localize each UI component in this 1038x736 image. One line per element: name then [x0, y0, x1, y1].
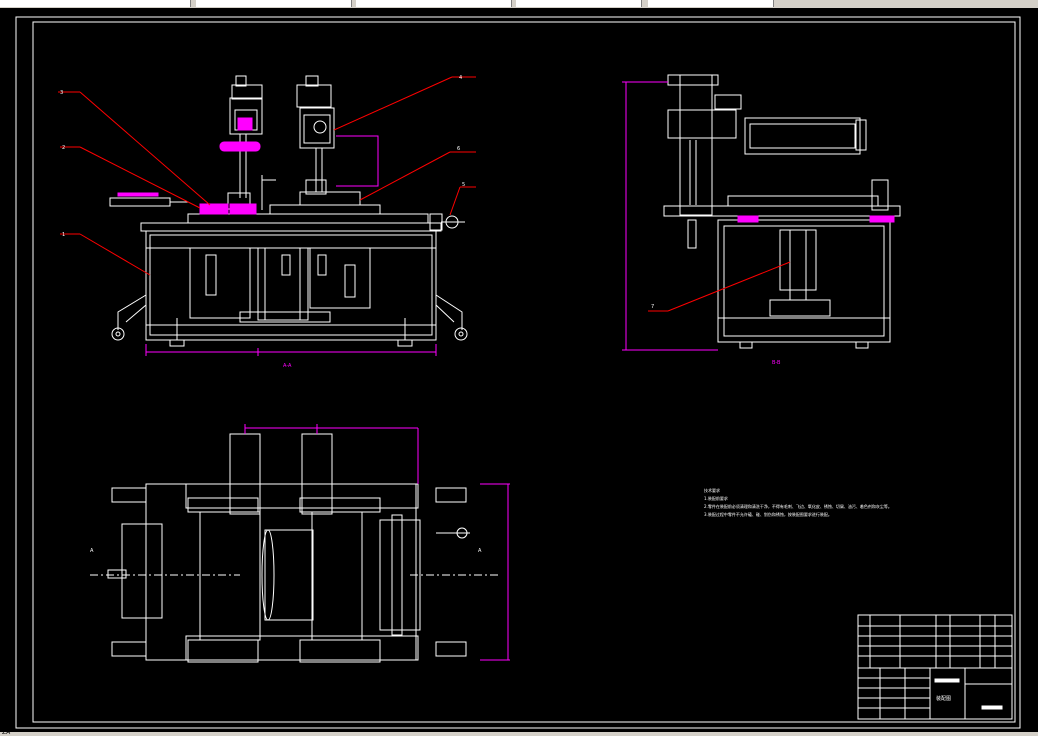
cad-drawing-canvas[interactable]: 3 2 1 4 6 5 A-A: [0, 8, 1038, 732]
front-view: [109, 75, 468, 347]
status-bar: ZA: [0, 729, 1038, 736]
section-marker-left: A: [90, 548, 94, 554]
side-view-leaders: [648, 261, 791, 312]
balloon-5: 5: [462, 182, 465, 188]
title-block-label: 装配图: [936, 695, 951, 702]
balloon-3: 3: [60, 90, 63, 96]
toolbar-dropdown-4[interactable]: [516, 0, 642, 7]
section-marker-right: A: [478, 548, 482, 554]
front-view-dimensions: [145, 135, 437, 356]
toolbar-dropdown-5[interactable]: [648, 0, 774, 7]
balloon-2: 2: [62, 145, 65, 151]
technical-notes: 技术要求 1.装配前要求 2.零件在装配前必须清理和清洗干净，不得有毛刺、飞边、…: [704, 487, 892, 519]
toolbar-dropdown-1[interactable]: [0, 0, 191, 7]
top-view: [90, 433, 500, 663]
balloon-4: 4: [459, 75, 462, 81]
front-view-label: A-A: [283, 363, 292, 369]
side-view-label: B-B: [772, 360, 781, 366]
top-view-dimensions: [244, 424, 510, 661]
tech-note-3: 3.装配过程中零件不允许磕、碰、划伤和锈蚀，按装配图要求进行装配。: [704, 512, 832, 517]
toolbar-dropdown-3[interactable]: [356, 0, 512, 7]
title-block: [857, 614, 1013, 720]
balloon-1: 1: [62, 232, 65, 238]
front-view-highlights: [117, 117, 261, 215]
side-view: [663, 74, 901, 349]
tech-notes-title: 技术要求: [704, 488, 720, 493]
cad-drawing: 3 2 1 4 6 5 A-A: [15, 16, 1021, 729]
tech-note-1: 1.装配前要求: [704, 496, 728, 501]
toolbar-dropdown-2[interactable]: [196, 0, 352, 7]
tech-note-2: 2.零件在装配前必须清理和清洗干净，不得有毛刺、飞边、氧化皮、锈蚀、切屑、油污、…: [704, 504, 892, 509]
drawing-inner-frame: [32, 21, 1016, 723]
balloon-6: 6: [457, 146, 460, 152]
side-view-dimensions: [622, 81, 718, 351]
drawing-outer-frame: [15, 16, 1021, 729]
balloon-7: 7: [651, 304, 654, 310]
side-view-highlights: [737, 215, 895, 223]
status-text: ZA: [2, 729, 11, 736]
front-view-leaders: [58, 76, 476, 276]
